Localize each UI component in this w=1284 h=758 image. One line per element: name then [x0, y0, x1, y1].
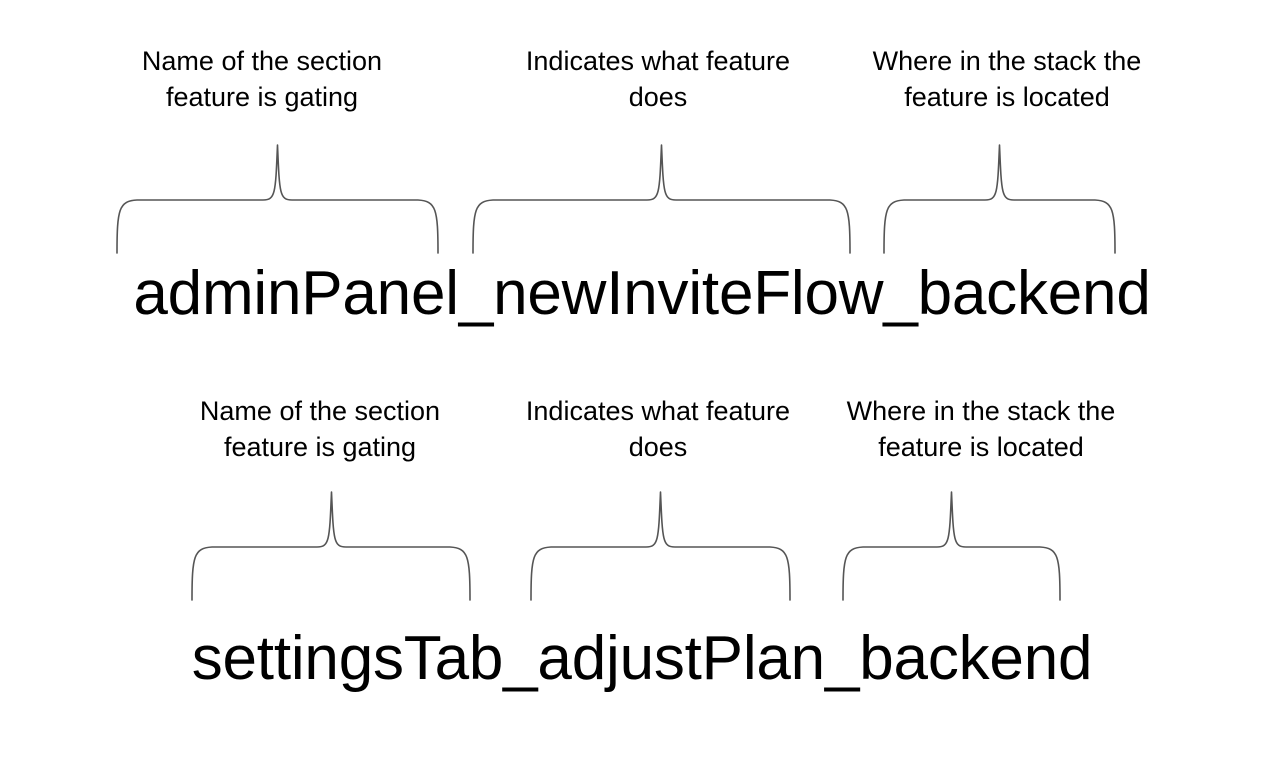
annotation-label-line-2: does	[628, 431, 688, 462]
annotation-label-line-2: feature is gating	[165, 81, 359, 112]
annotation-label-row1-section: Name of the section feature is gating	[118, 44, 406, 116]
annotation-label-line-1: Where in the stack the	[846, 396, 1116, 426]
annotation-label-line-1: Name of the section	[141, 46, 383, 76]
feature-flag-identifier-row1: adminPanel_newInviteFlow_backend	[133, 259, 1151, 328]
brace-row1-section	[116, 144, 439, 254]
annotation-label-line-1: Where in the stack the	[872, 46, 1142, 76]
annotation-label-row1-layer: Where in the stack the feature is locate…	[857, 44, 1157, 116]
brace-row2-layer	[842, 491, 1061, 601]
feature-flag-identifier-row2: settingsTab_adjustPlan_backend	[191, 624, 1093, 693]
annotation-label-line-1: Indicates what feature	[525, 46, 791, 76]
annotation-label-row2-section: Name of the section feature is gating	[185, 394, 455, 466]
annotation-label-row2-action: Indicates what feature does	[508, 394, 808, 466]
annotation-label-line-2: does	[628, 81, 688, 112]
brace-row2-section	[191, 491, 471, 601]
annotation-label-line-2: feature is located	[904, 81, 1110, 112]
brace-row1-action	[472, 144, 851, 254]
annotation-label-row1-action: Indicates what feature does	[508, 44, 808, 116]
brace-row1-layer	[883, 144, 1116, 254]
annotation-label-line-2: feature is gating	[223, 431, 417, 462]
annotation-label-line-2: feature is located	[878, 431, 1084, 462]
annotation-label-row2-layer: Where in the stack the feature is locate…	[828, 394, 1134, 466]
brace-row2-action	[530, 491, 791, 601]
annotation-label-line-1: Name of the section	[199, 396, 441, 426]
annotation-label-line-1: Indicates what feature	[525, 396, 791, 426]
